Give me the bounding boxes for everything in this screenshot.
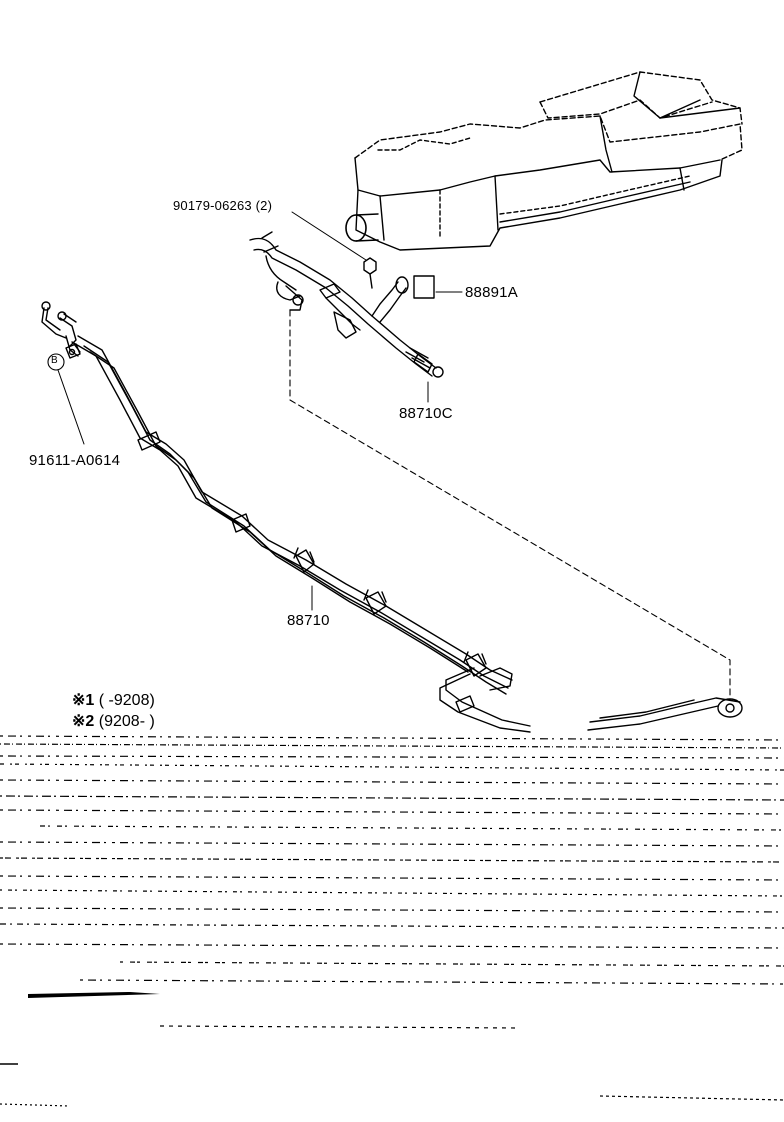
label-bolt-90179: 90179-06263 (2) (173, 198, 273, 213)
clamp-91611 (65, 343, 81, 359)
scan-noise (0, 735, 784, 1107)
label-hose-88710c: 88710C (399, 405, 453, 422)
note-1-range: ( -9208) (98, 692, 155, 709)
note-1-mark: ※1 (72, 692, 95, 709)
leader-clamp (57, 369, 85, 445)
ref-b-circle (47, 353, 65, 371)
label-ref-b: B (51, 355, 58, 366)
connection-dashed-line (289, 309, 731, 701)
scan-smudge (28, 992, 160, 998)
note-1: ※1 ( -9208) (72, 690, 155, 710)
note-2-mark: ※2 (72, 713, 95, 730)
note-2-range: (9208- ) (98, 713, 155, 730)
bolt-90179 (363, 257, 377, 289)
tube-bundle-88710 (41, 301, 743, 733)
label-tube-88710: 88710 (287, 612, 330, 629)
label-bracket-88891a: 88891A (465, 284, 518, 301)
leader-bolt (291, 211, 367, 261)
note-2: ※2 (9208- ) (72, 711, 155, 731)
tube-clamp (137, 431, 487, 677)
engine-assembly (345, 71, 743, 251)
hose-88710c (249, 231, 444, 378)
bracket-88891a (413, 275, 435, 299)
label-clamp-91611: 91611-A0614 (29, 452, 121, 469)
